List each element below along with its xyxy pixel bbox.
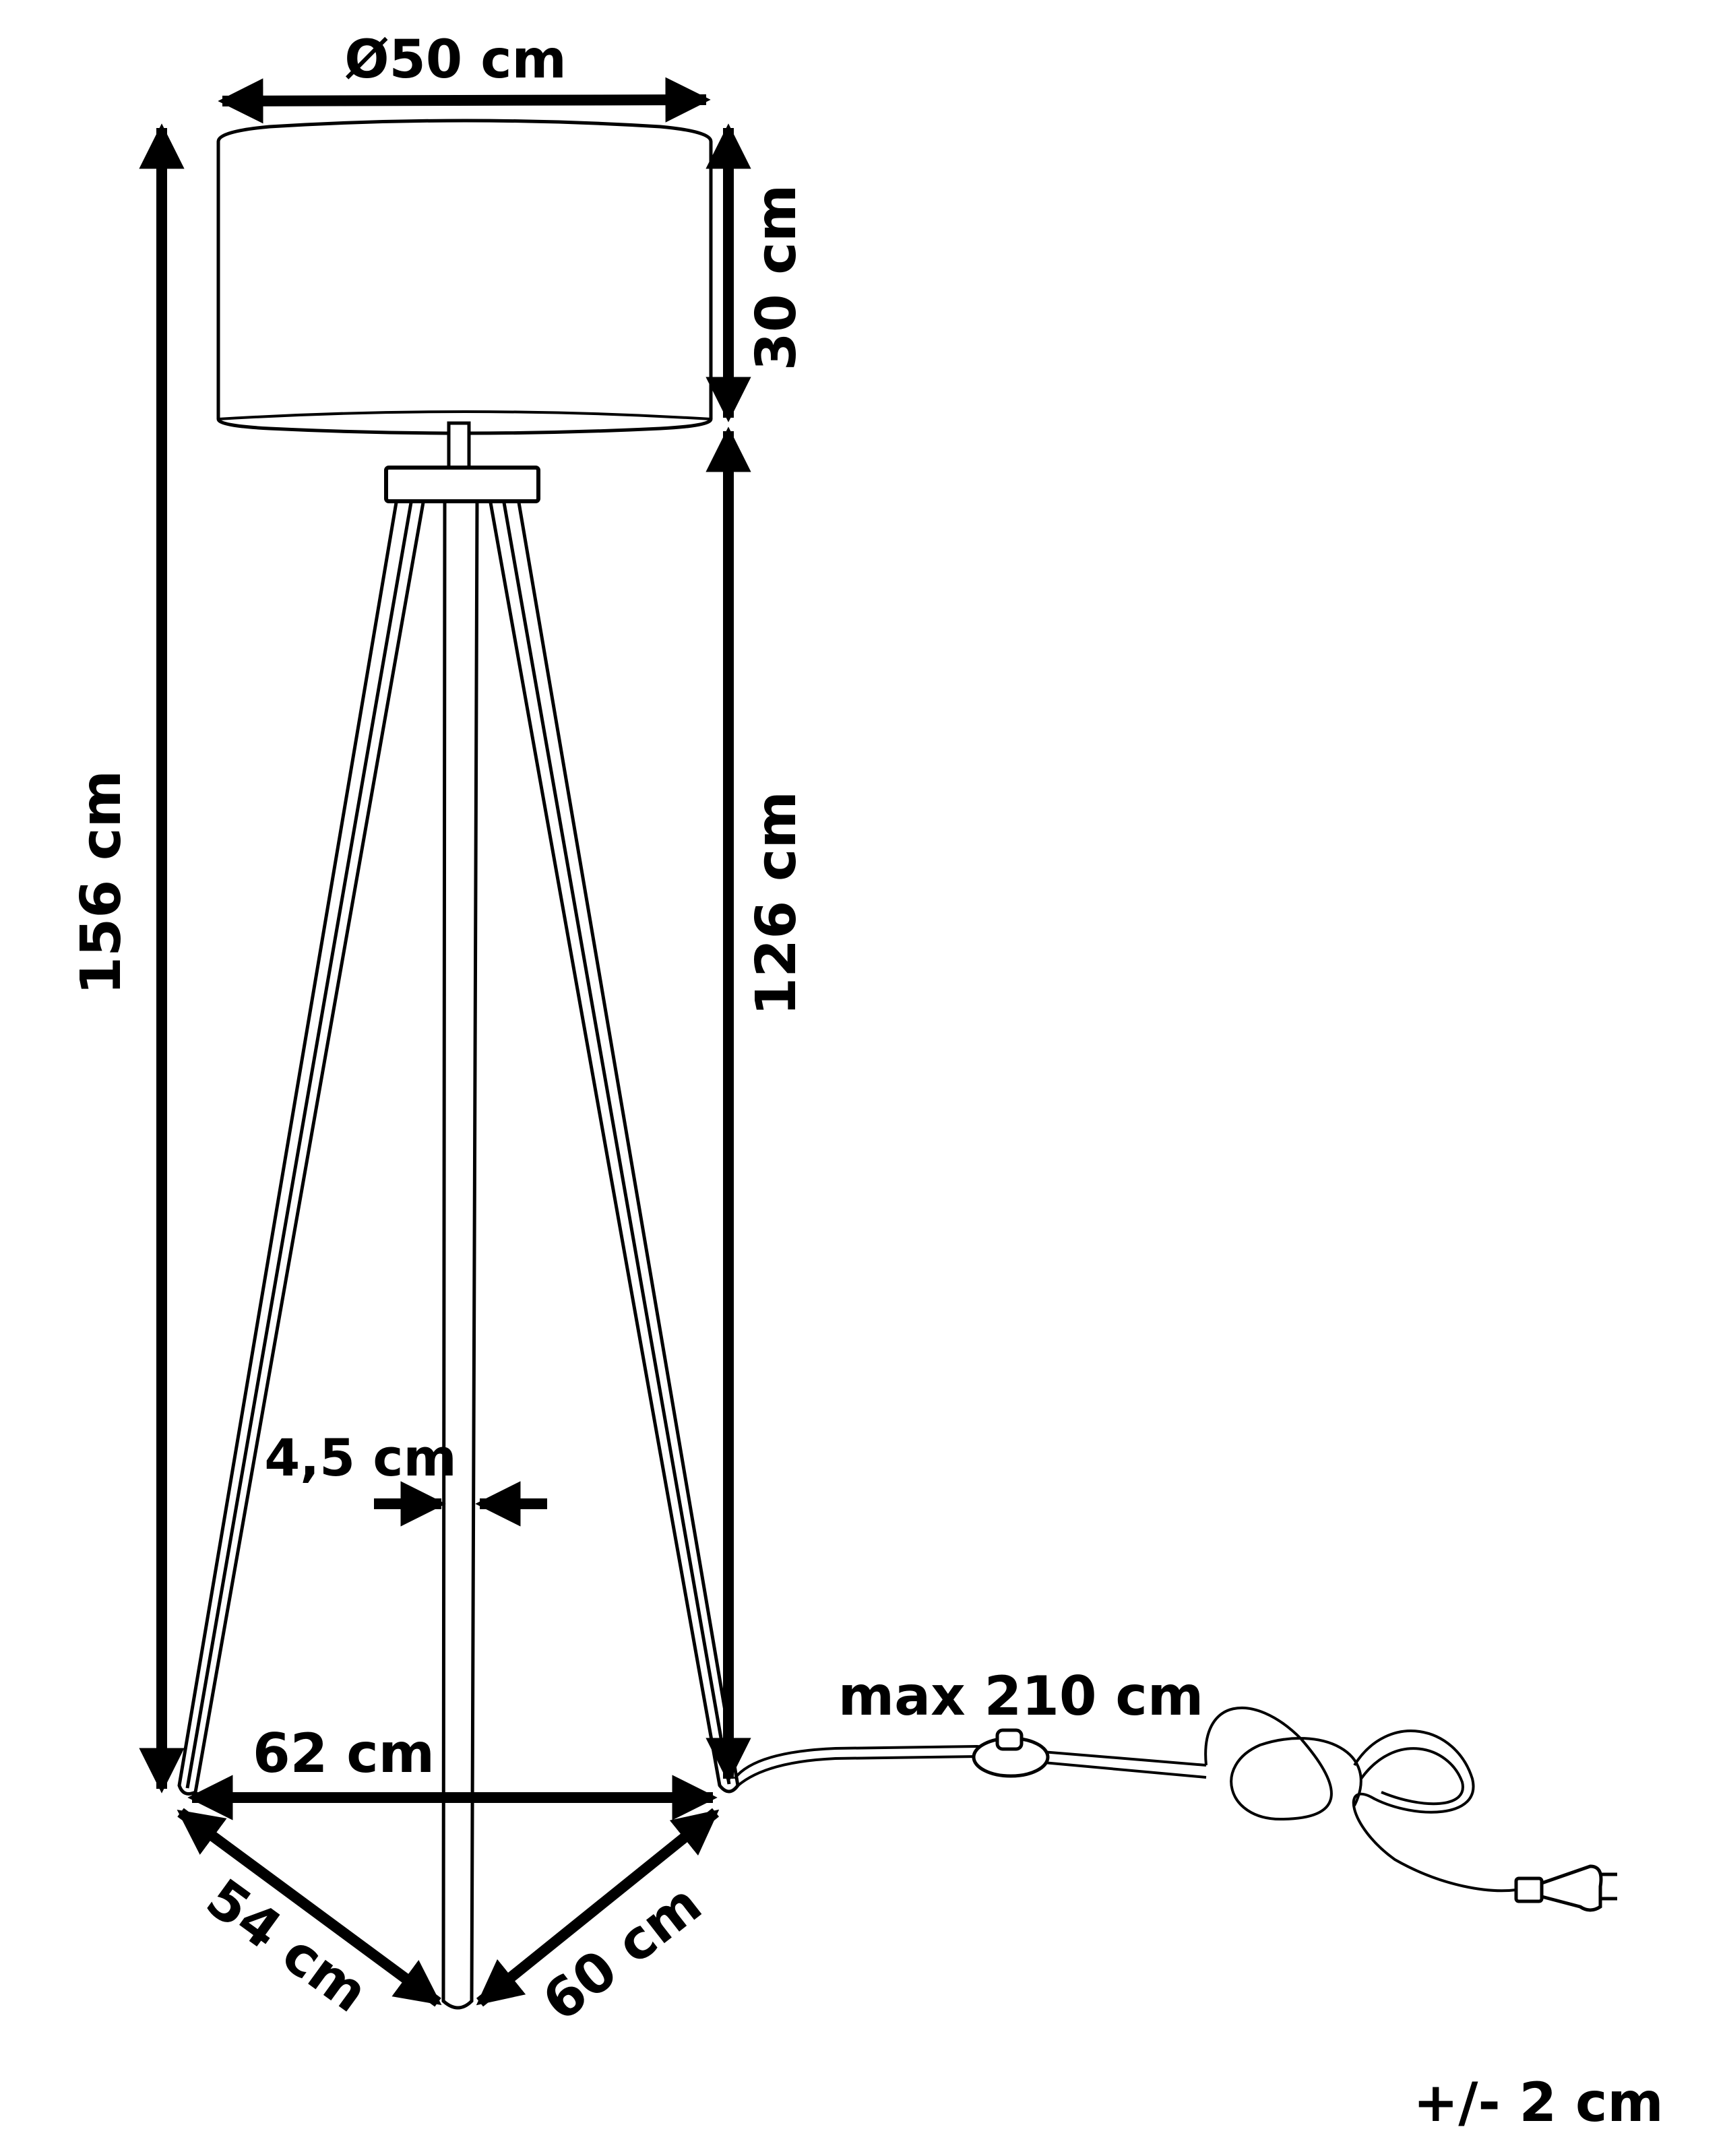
- total-height-label: 156 cm: [69, 770, 133, 995]
- power-cable: [733, 1706, 1517, 1893]
- shade-diameter-arrow: [218, 77, 711, 124]
- lamp-shade: [216, 119, 713, 435]
- leg-span-right-arrow: [476, 1808, 720, 2007]
- leg-span-left-arrow: [177, 1808, 442, 2007]
- plug-icon: [1514, 1864, 1617, 1912]
- tripod-hub: [384, 466, 540, 503]
- leg-span-front-label: 62 cm: [253, 1722, 435, 1785]
- shade-height-label: 30 cm: [745, 185, 809, 371]
- lamp-stem: [447, 421, 471, 470]
- dimension-arrows: [139, 77, 751, 2007]
- foot-switch-icon: [972, 1728, 1050, 1778]
- leg-width-label: 4,5 cm: [264, 1428, 456, 1488]
- shade-diameter-label: Ø50 cm: [344, 30, 567, 90]
- cable-length-label: max 210 cm: [838, 1665, 1203, 1727]
- tolerance-label: +/- 2 cm: [1413, 2071, 1664, 2134]
- base-height-label: 126 cm: [745, 791, 809, 1016]
- leg-span-right-label: 60 cm: [531, 1872, 713, 2033]
